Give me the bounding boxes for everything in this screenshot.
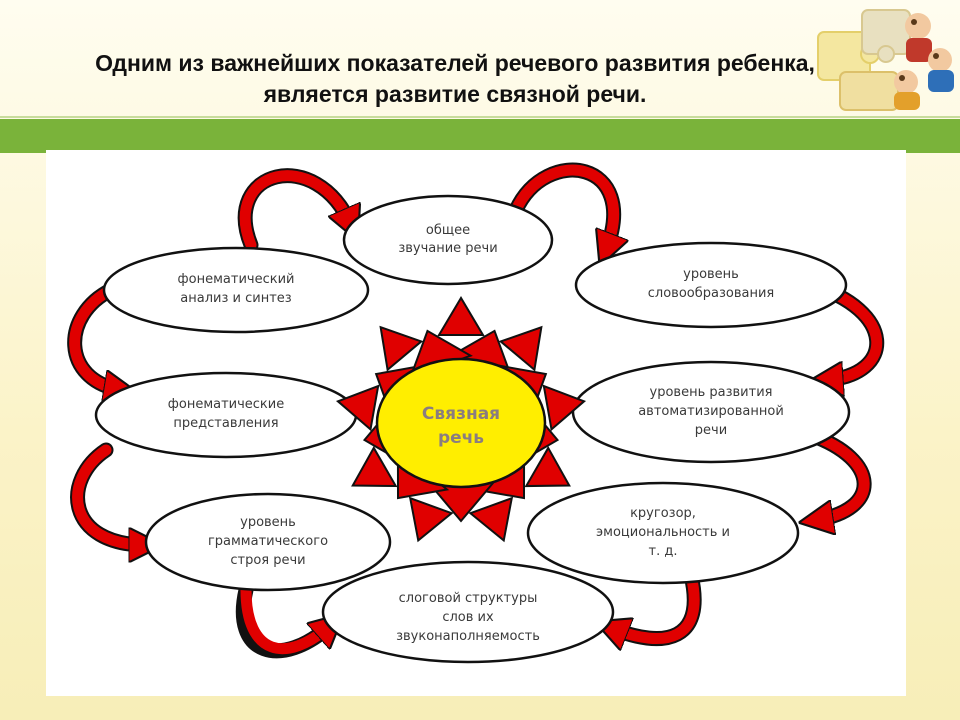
node-grammat-line-3: строя речи: [230, 553, 305, 568]
node-krugozor: кругозор, эмоциональность и т. д.: [526, 481, 800, 585]
node-slogovoy-line-2: слов их: [442, 610, 494, 625]
puzzle-children-icon: [817, 9, 954, 111]
node-slogovoy-line-1: слоговой структуры: [399, 591, 538, 606]
center-label-line-1: Связная: [422, 404, 500, 424]
node-obshchee-line-1: общее: [426, 223, 470, 238]
node-avtomat-line-2: автоматизированной: [638, 404, 784, 419]
node-slovoobr-line-2: словообразования: [648, 286, 774, 301]
arrow-2-fill: [510, 164, 614, 250]
node-obshchee-line-2: звучание речи: [398, 241, 497, 256]
node-slovoobr-line-1: уровень: [683, 267, 739, 282]
node-avtomat-line-1: уровень развития: [650, 385, 773, 400]
slide-title: Одним из важнейших показателей речевого …: [0, 48, 910, 110]
arrow-6-fill: [240, 584, 331, 655]
arrow-group: [67, 162, 885, 659]
node-avtomat: уровень развития автоматизированной речи: [571, 360, 851, 464]
burst-petals: [335, 296, 587, 543]
node-fonpred: фонематические представления: [94, 371, 358, 459]
arrow-8-fill: [69, 284, 121, 390]
arrow-5-fill: [611, 569, 700, 639]
arrow-4-fill: [811, 429, 870, 520]
title-line-2: является развитие связной речи.: [263, 81, 647, 107]
node-slovoobr: уровень словообразования: [574, 241, 848, 329]
center-ellipse: [375, 357, 547, 489]
node-grammat: уровень грамматического строя речи: [144, 492, 392, 592]
diagram-panel: общее звучание речи уровень словообразов…: [46, 150, 906, 696]
node-fonpred-line-2: представления: [173, 416, 278, 431]
arrow-1-fill: [239, 170, 351, 251]
node-avtomat-line-3: речи: [695, 423, 727, 438]
node-grammat-line-1: уровень: [240, 515, 296, 530]
speech-diagram: общее звучание речи уровень словообразов…: [67, 162, 885, 664]
node-obshchee: общее звучание речи: [342, 194, 554, 286]
node-slogovoy-line-3: звуконаполняемость: [396, 629, 540, 644]
node-krugozor-line-3: т. д.: [649, 544, 678, 559]
center-burst: Связная речь: [335, 296, 587, 543]
node-fonanaliz: фонематический анализ и синтез: [102, 246, 370, 334]
node-slogovoy: слоговой структуры слов их звуконаполняе…: [321, 560, 615, 664]
title-line-1: Одним из важнейших показателей речевого …: [95, 50, 815, 76]
node-grammat-line-2: грамматического: [208, 534, 328, 549]
node-fonanaliz-line-2: анализ и синтез: [180, 291, 291, 306]
green-band: [0, 119, 960, 153]
node-fonpred-line-1: фонематические: [168, 397, 285, 412]
node-krugozor-line-2: эмоциональность и: [596, 525, 730, 540]
arrow-7-fill: [72, 444, 146, 545]
node-fonanaliz-line-1: фонематический: [178, 272, 295, 287]
band-divider: [0, 116, 960, 118]
node-krugozor-line-1: кругозор,: [630, 506, 696, 521]
center-label-line-2: речь: [438, 428, 484, 448]
